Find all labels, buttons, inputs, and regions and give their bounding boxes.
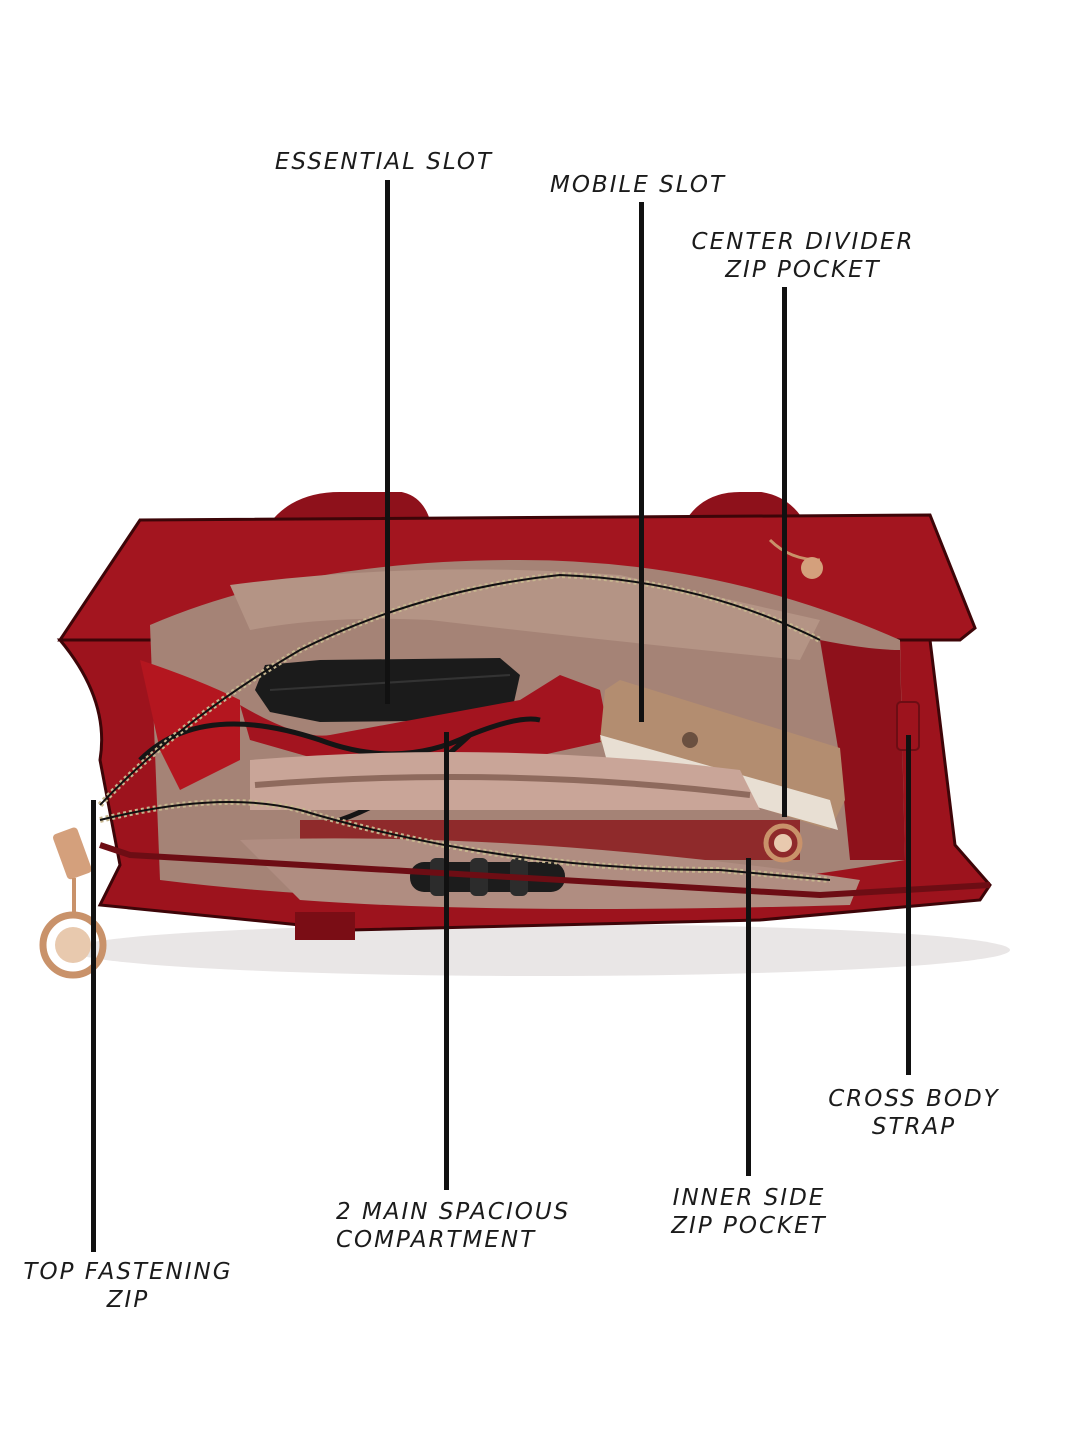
top-zip-text-line2: ZIP (106, 1287, 150, 1313)
leader-line-mobile-slot (639, 202, 644, 722)
inner-side-pocket-label: INNER SIDE ZIP POCKET (664, 1184, 834, 1240)
inner-side-text-line2: ZIP POCKET (671, 1213, 827, 1239)
leader-line-essential-slot (385, 180, 390, 704)
cross-body-text-line2: STRAP (871, 1114, 957, 1140)
handle-charm-icon (768, 538, 823, 579)
top-zip-text-line1: TOP FASTENING (23, 1259, 233, 1285)
center-charm-icon (763, 823, 803, 863)
mobile-slot-label: MOBILE SLOT (546, 171, 730, 199)
leader-line-center-divider (782, 287, 787, 817)
cross-body-text-line1: CROSS BODY (828, 1086, 1000, 1112)
main-compartment-text-line1: 2 MAIN SPACIOUS (336, 1199, 571, 1225)
inner-side-text-line1: INNER SIDE (672, 1185, 826, 1211)
mobile-slot-text: MOBILE SLOT (549, 172, 727, 198)
leader-line-top-zip (91, 800, 96, 1252)
top-fastening-zip-label: TOP FASTENING ZIP (22, 1258, 234, 1314)
main-compartment-label: 2 MAIN SPACIOUS COMPARTMENT (336, 1198, 580, 1254)
cross-body-strap-label: CROSS BODY STRAP (826, 1085, 1002, 1141)
leader-line-inner-side-pocket (746, 858, 751, 1176)
leader-line-cross-body-strap (906, 735, 911, 1075)
zip-charm-icon (39, 827, 107, 979)
center-divider-text-line2: ZIP POCKET (725, 257, 881, 283)
main-compartment-text-line2: COMPARTMENT (336, 1227, 537, 1253)
essential-slot-text: ESSENTIAL SLOT (274, 149, 494, 175)
center-divider-label: CENTER DIVIDER ZIP POCKET (690, 228, 916, 284)
top-zipper (97, 571, 831, 883)
leader-line-main-compartment (444, 732, 449, 1190)
center-divider-text-line1: CENTER DIVIDER (691, 229, 915, 255)
essential-slot-label: ESSENTIAL SLOT (268, 148, 500, 176)
